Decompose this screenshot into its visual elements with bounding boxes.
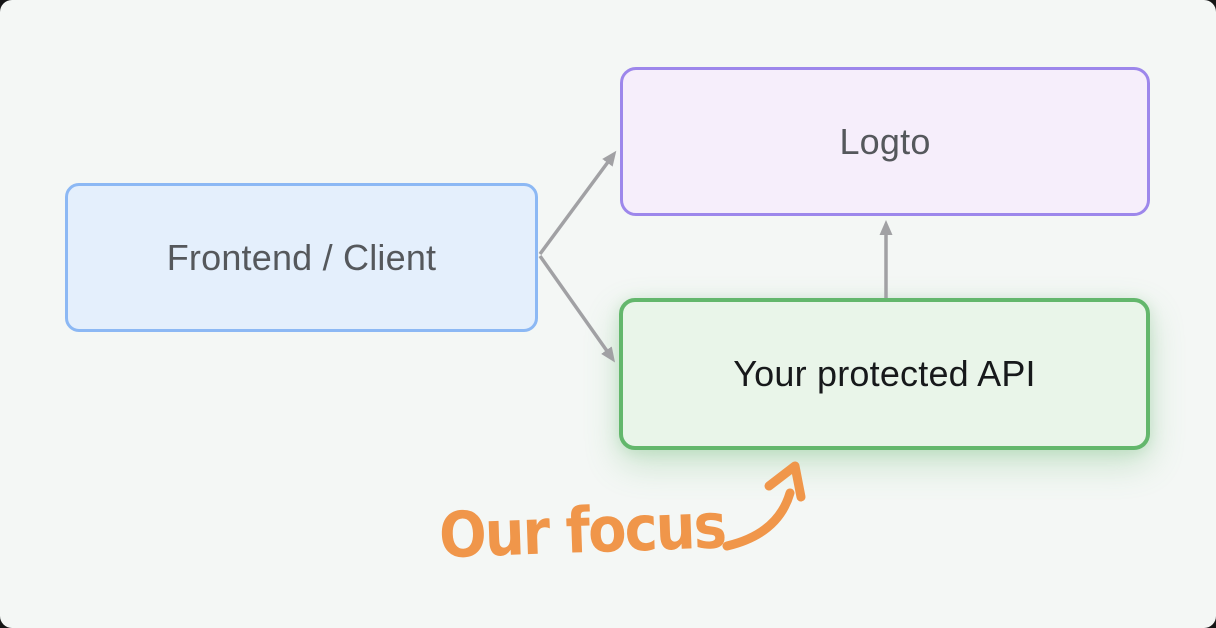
protected-api-box: Your protected API — [619, 298, 1150, 450]
frontend-client-box: Frontend / Client — [65, 183, 538, 332]
logto-box: Logto — [620, 67, 1150, 216]
focus-arrowhead — [764, 461, 806, 502]
frontend-client-label: Frontend / Client — [166, 236, 437, 278]
arrow-frontend-to-api — [538, 254, 616, 363]
logto-label: Logto — [839, 120, 931, 162]
focus-arrow — [722, 488, 795, 551]
arrow-frontend-to-logto — [538, 150, 617, 256]
protected-api-label: Your protected API — [733, 353, 1036, 394]
focus-annotation: Our focus — [437, 490, 727, 573]
